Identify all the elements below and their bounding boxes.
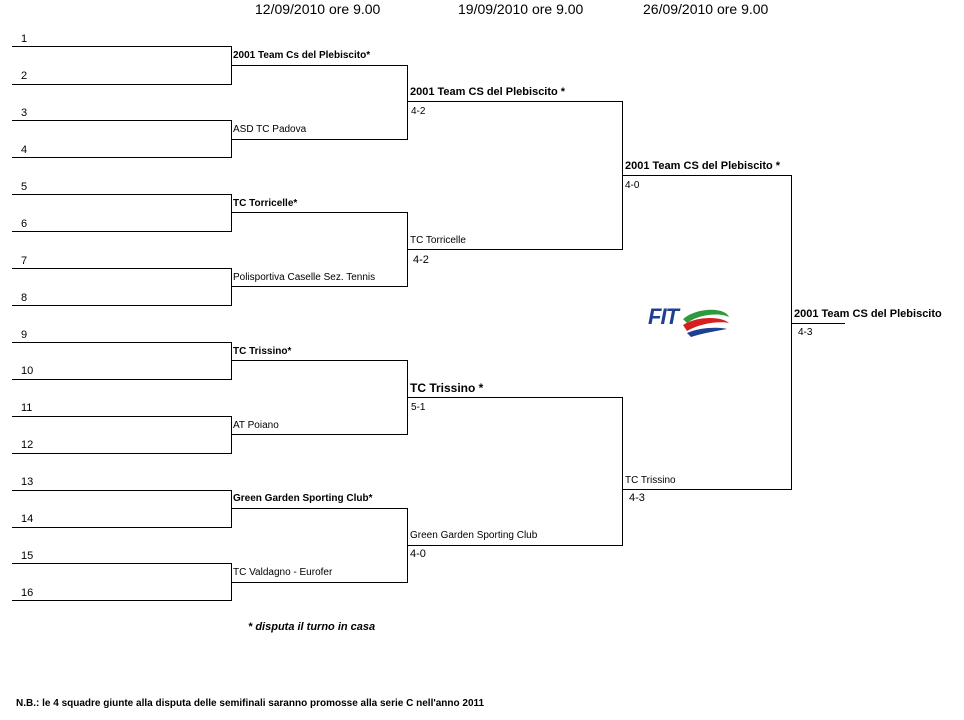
r2-line [407,397,623,398]
r2-score: 4-2 [413,254,429,266]
slot-line [12,563,232,564]
slot-number: 4 [21,144,28,156]
slot-line [12,84,232,85]
r2-line [407,545,623,546]
slot-line [12,379,232,380]
r1-line [231,212,408,213]
footer-note: N.B.: le 4 squadre giunte alla disputa d… [16,698,485,709]
r1-team: TC Trissino* [233,346,292,357]
slot-number: 12 [21,439,34,451]
champion-name: 2001 Team CS del Plebiscito [794,308,942,320]
r3-line [622,489,792,490]
slot-line [12,231,232,232]
r1-line [231,582,408,583]
slot-line [12,342,232,343]
connector [791,175,792,490]
slot-number: 14 [21,513,34,525]
r3-team: 2001 Team CS del Plebiscito * [625,160,781,172]
r3-team: TC Trissino [625,475,676,486]
r1-team: Green Garden Sporting Club* [233,493,373,504]
connector [407,65,408,140]
r1-line [231,139,408,140]
slot-number: 3 [21,107,28,119]
r3-line [622,175,792,176]
r3-score: 4-3 [629,492,645,504]
r2-line [407,101,623,102]
connector [231,490,232,528]
round1-date: 12/09/2010 ore 9.00 [255,1,381,17]
slot-number: 5 [21,181,28,193]
r2-team: Green Garden Sporting Club [410,530,538,541]
slot-number: 6 [21,218,28,230]
slot-line [12,157,232,158]
r2-team: TC Torricelle [410,235,466,246]
connector [231,416,232,454]
round2-date: 19/09/2010 ore 9.00 [458,1,584,17]
slot-number: 8 [21,292,28,304]
r2-line [407,249,623,250]
r1-line [231,434,408,435]
final-line [791,323,845,324]
slot-line [12,305,232,306]
home-note: * disputa il turno in casa [248,621,376,633]
slot-line [12,600,232,601]
connector [231,194,232,232]
slot-number: 10 [21,365,34,377]
slot-number: 9 [21,329,28,341]
slot-line [12,490,232,491]
r2-team: 2001 Team CS del Plebiscito * [410,86,566,98]
r1-team: TC Torricelle* [233,198,298,209]
r1-line [231,360,408,361]
final-score: 4-3 [798,327,813,338]
logo-text: FIT [648,304,679,329]
slot-number: 1 [21,33,28,45]
slot-number: 2 [21,70,28,82]
slot-line [12,416,232,417]
slot-number: 7 [21,255,28,267]
slot-number: 11 [21,402,33,414]
r2-score: 5-1 [411,402,426,413]
slot-line [12,120,232,121]
slot-line [12,453,232,454]
r1-line [231,508,408,509]
slot-number: 15 [21,550,34,562]
r2-team: TC Trissino * [410,381,484,395]
connector [622,397,623,546]
slot-line [12,527,232,528]
slot-line [12,46,232,47]
connector [231,268,232,306]
r2-score: 4-0 [410,548,426,560]
r3-score: 4-0 [625,180,640,191]
slot-line [12,268,232,269]
r1-team: ASD TC Padova [233,124,307,135]
connector [231,342,232,380]
r1-line [231,65,408,66]
r1-team: TC Valdagno - Eurofer [233,567,333,578]
slot-number: 13 [21,476,34,488]
slot-number: 16 [21,587,34,599]
r2-score: 4-2 [411,106,426,117]
r1-team: AT Poiano [233,420,279,431]
slot-line [12,194,232,195]
r1-line [231,286,408,287]
fit-logo: FIT [647,303,731,337]
r1-team: 2001 Team Cs del Plebiscito* [233,50,371,61]
r1-team: Polisportiva Caselle Sez. Tennis [233,272,376,283]
round3-date: 26/09/2010 ore 9.00 [643,1,769,17]
